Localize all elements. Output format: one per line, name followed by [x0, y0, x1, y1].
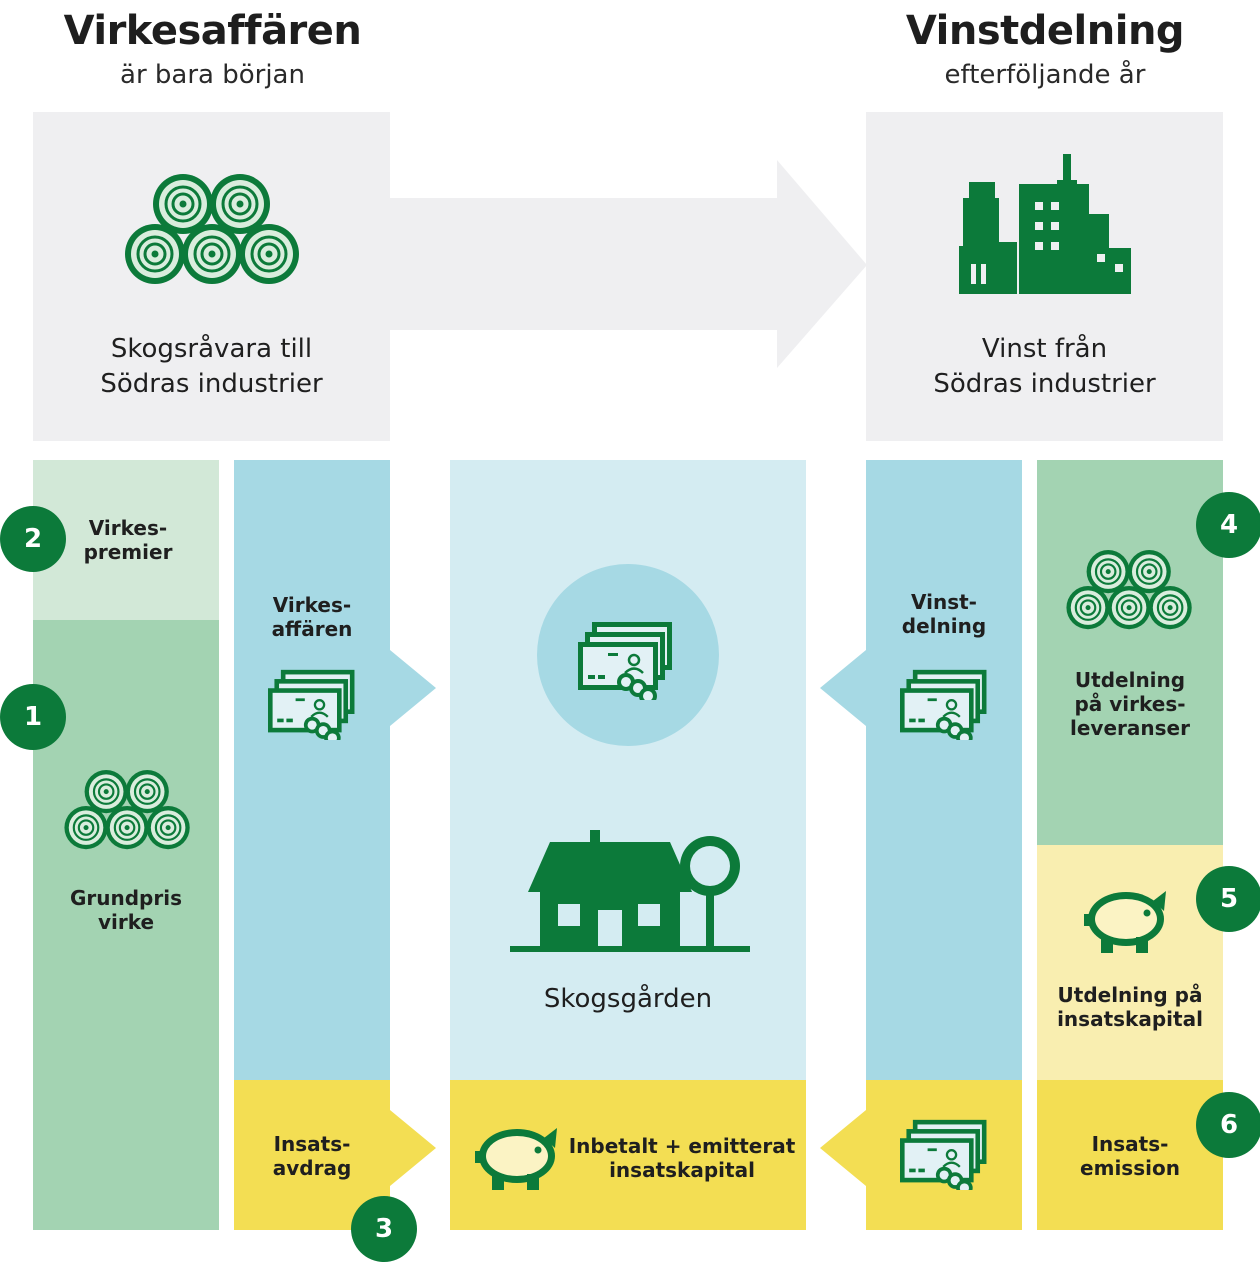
logs-icon — [63, 770, 193, 852]
insatskapital-panel: Inbetalt + emitterat insatskapital — [450, 1080, 806, 1230]
money-icon — [900, 668, 988, 740]
money-icon — [268, 668, 356, 740]
insatsemission-panel: Insats- emission — [1037, 1080, 1223, 1230]
top-right-box: Vinst från Södras industrier — [866, 112, 1223, 441]
badge-2: 2 — [0, 506, 66, 572]
logs-icon — [123, 174, 303, 288]
badge-5: 5 — [1196, 866, 1260, 932]
virkesaffaren-panel — [234, 460, 436, 1230]
left-subtitle: är bara början — [120, 60, 305, 90]
piggy-bank-icon — [475, 1128, 557, 1190]
badge-4: 4 — [1196, 492, 1260, 558]
top-left-box: Skogsråvara till Södras industrier — [33, 112, 390, 441]
utdelning-virke-panel: Utdelning på virkes- leveranser — [1037, 460, 1223, 845]
grey-arrow — [385, 160, 867, 368]
badge-3: 3 — [351, 1196, 417, 1262]
factory-icon — [959, 154, 1131, 294]
logs-icon — [1065, 550, 1195, 632]
vinstdelning-panel — [820, 460, 1022, 1230]
badge-1: 1 — [0, 684, 66, 750]
top-left-line2: Södras industrier — [100, 369, 323, 399]
right-subtitle: efterföljande år — [944, 60, 1146, 90]
money-icon — [900, 1118, 988, 1190]
insatskapital-line1: Inbetalt + emitterat — [568, 1134, 796, 1158]
utdelning-insats-panel: Utdelning på insatskapital — [1037, 845, 1223, 1080]
utdelning-insats-label: Utdelning på insatskapital — [1057, 983, 1203, 1031]
badge-6: 6 — [1196, 1092, 1260, 1158]
insatsemission-label: Insats- emission — [1080, 1132, 1180, 1180]
grundpris-label: Grundpris virke — [69, 886, 182, 934]
insatskapital-line2: insatskapital — [609, 1158, 755, 1182]
vinstdelning-label: Vinst- delning — [901, 590, 987, 638]
house-icon — [510, 830, 750, 952]
virkesaffaren-label: Virkes- affären — [271, 593, 353, 641]
piggy-bank-icon — [1084, 891, 1166, 953]
top-right-line2: Södras industrier — [933, 369, 1156, 399]
utdelning-virke-label: Utdelning på virkes- leveranser — [1070, 668, 1190, 740]
top-left-line1: Skogsråvara till — [110, 334, 313, 364]
right-title: Vinstdelning — [905, 8, 1185, 54]
left-title: Virkesaffären — [63, 8, 362, 54]
skogsgarden-panel: Skogsgården — [450, 460, 806, 1080]
virkespremier-label: Virkes- premier — [83, 516, 173, 564]
insatsavdrag-label: Insats- avdrag — [272, 1132, 352, 1180]
money-icon — [578, 620, 674, 700]
top-right-line1: Vinst från — [981, 334, 1108, 364]
skogsgarden-label: Skogsgården — [543, 984, 713, 1014]
